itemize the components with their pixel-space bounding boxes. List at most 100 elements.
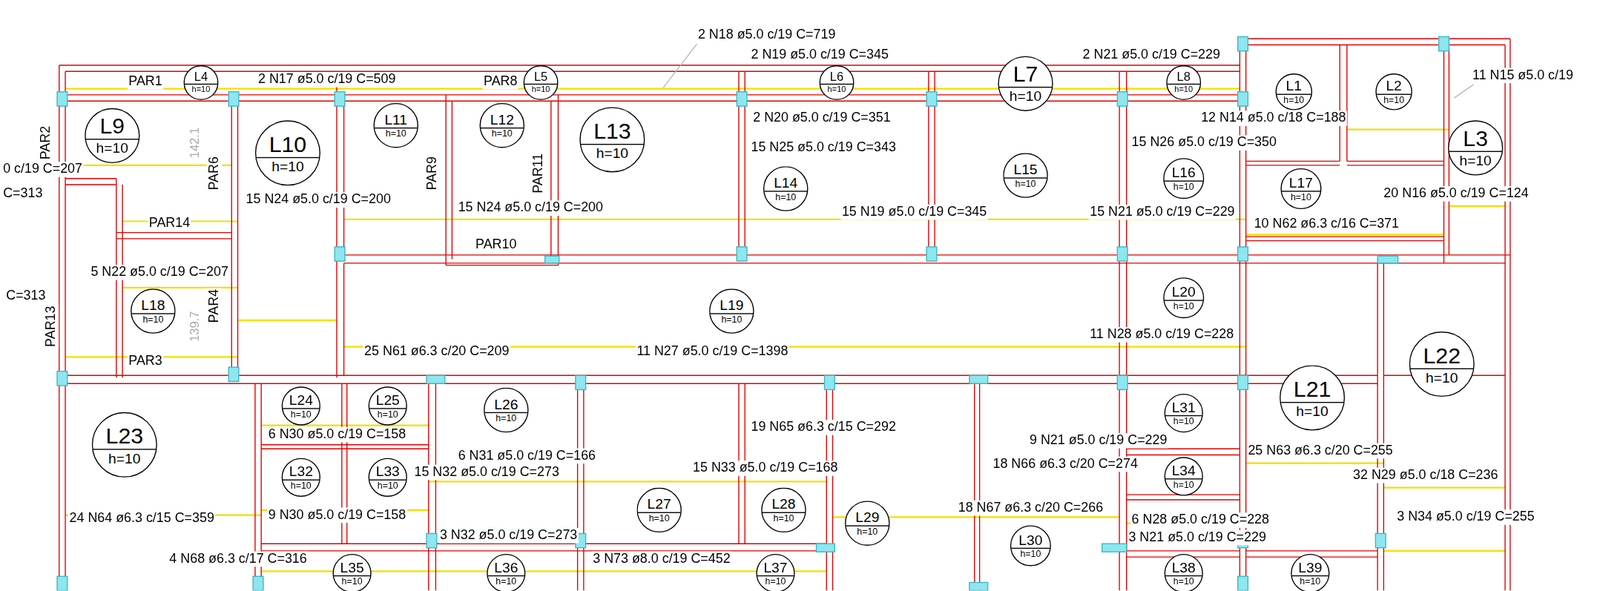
- slab-name: L6: [830, 71, 844, 84]
- column: [1238, 247, 1249, 262]
- column: [1102, 543, 1127, 552]
- rebar-label: 2 N18 ø5.0 c/19 C=719: [697, 26, 837, 43]
- slab-name: L7: [1013, 63, 1039, 87]
- circle-divider: [1275, 94, 1312, 95]
- column: [57, 371, 68, 386]
- slab-thickness: h=10: [596, 145, 629, 160]
- circle-divider: [762, 512, 806, 514]
- circle-divider: [580, 143, 644, 144]
- rebar-label: 11 N15 ø5.0 c/19: [1471, 68, 1575, 84]
- slab-name: L26: [494, 396, 518, 411]
- slab-thickness: h=10: [1009, 89, 1042, 104]
- slab-thickness: h=10: [377, 481, 399, 491]
- column: [426, 375, 446, 384]
- circle-divider: [282, 479, 320, 481]
- rebar-label: 18 N67 ø6.3 c/20 C=266: [956, 500, 1104, 517]
- rebar-label: 2 N21 ø5.0 c/19 C=229: [1081, 47, 1221, 64]
- slab-name: L31: [1171, 399, 1196, 414]
- wall-label: PAR13: [43, 304, 60, 348]
- column: [736, 247, 747, 262]
- circle-divider: [1164, 575, 1202, 577]
- slab-thickness: h=10: [1174, 86, 1193, 95]
- slab-thickness: h=10: [765, 577, 787, 587]
- slab-name: L5: [534, 71, 548, 84]
- rebar-label: 15 N21 ø5.0 c/19 C=229: [1088, 204, 1236, 221]
- circle-divider: [525, 83, 558, 85]
- slab-name: L29: [855, 510, 879, 525]
- circle-divider: [1291, 575, 1329, 577]
- slab-circle: L19h=10: [709, 288, 755, 334]
- slab-thickness: h=10: [290, 481, 312, 491]
- slab-circle: L2 h=10: [1375, 72, 1414, 111]
- circle-divider: [756, 575, 794, 577]
- slab-name: L14: [773, 175, 798, 190]
- slab-thickness: h=10: [1173, 417, 1195, 427]
- column: [1238, 375, 1249, 390]
- slab-circle: L16h=10: [1163, 157, 1204, 199]
- slab-circle: L33h=10: [367, 457, 408, 497]
- circle-divider: [1164, 478, 1202, 480]
- rebar-label: 3 N34 ø5.0 c/19 C=255: [1396, 509, 1536, 526]
- circle-divider: [282, 407, 320, 409]
- column: [926, 247, 937, 262]
- slab-thickness: h=10: [1015, 179, 1037, 189]
- rebar-label: 25 N63 ø6.3 c/20 C=255: [1246, 443, 1394, 460]
- column: [1117, 247, 1128, 262]
- column: [252, 576, 264, 591]
- wall-label: PAR6: [206, 155, 223, 192]
- slab-circle: L39h=10: [1290, 553, 1330, 591]
- slab-circle: L13h=10: [579, 106, 645, 173]
- rebar-label: 5 N22 ø5.0 c/19 C=207: [89, 264, 230, 281]
- slab-name: L28: [771, 496, 796, 512]
- slab-thickness: h=10: [1383, 95, 1405, 105]
- slab-circle: L18h=10: [130, 288, 176, 334]
- rebar-label: 4 N68 ø6.3 c/17 C=316: [168, 551, 308, 568]
- slab-name: L17: [1289, 175, 1313, 190]
- rebar-label: 6 N30 ø5.0 c/19 C=158: [267, 427, 407, 443]
- slab-thickness: h=10: [108, 450, 141, 465]
- slab-thickness: h=10: [1173, 577, 1195, 587]
- column: [1238, 576, 1249, 591]
- slab-name: L21: [1293, 378, 1332, 401]
- circle-divider: [1164, 299, 1204, 301]
- slab-circle: L9h=10: [84, 107, 141, 164]
- rebar-label: C=313: [5, 288, 47, 305]
- slab-circle: L14h=10: [763, 166, 809, 212]
- circle-divider: [1280, 401, 1344, 403]
- slab-thickness: h=10: [1173, 480, 1195, 490]
- rebar-label: 6 N31 ø5.0 c/19 C=166: [456, 448, 597, 465]
- column: [736, 91, 747, 107]
- column: [926, 91, 937, 107]
- slab-circle: L1h=10: [1275, 72, 1313, 111]
- slab-thickness: h=10: [290, 410, 312, 420]
- slab-thickness: h=10: [1425, 370, 1458, 385]
- slab-circle: L34h=10: [1163, 456, 1204, 497]
- circle-divider: [1375, 94, 1412, 95]
- circle-divider: [484, 412, 528, 414]
- slab-thickness: h=10: [271, 158, 304, 173]
- slab-thickness: h=10: [495, 577, 517, 587]
- slab-name: L16: [1171, 165, 1196, 180]
- rebar-label: 3 N21 ø5.0 c/19 C=229: [1127, 530, 1267, 546]
- slab-name: L27: [647, 496, 672, 512]
- slab-thickness: h=10: [491, 129, 513, 139]
- slab-name: L3: [1462, 128, 1488, 151]
- rebar-label: PAR10: [474, 237, 518, 253]
- slab-name: L39: [1298, 560, 1322, 575]
- rebar-label: C=313: [2, 186, 44, 202]
- slab-circle: L7 h=10: [997, 55, 1054, 112]
- slab-name: L9: [99, 115, 125, 138]
- circle-divider: [709, 313, 753, 314]
- slab-thickness: h=10: [142, 315, 164, 325]
- column: [1238, 37, 1249, 52]
- slab-thickness: h=10: [192, 86, 211, 95]
- slab-name: L2: [1385, 78, 1402, 93]
- slab-circle: L35h=10: [332, 553, 372, 591]
- column: [228, 367, 239, 382]
- slab-thickness: h=10: [856, 527, 878, 537]
- rebar-label: 15 N24 ø5.0 c/19 C=200: [456, 200, 604, 216]
- circle-divider: [92, 448, 156, 450]
- slab-thickness: h=10: [773, 514, 795, 523]
- slab-thickness: h=10: [649, 514, 670, 523]
- column: [816, 543, 836, 552]
